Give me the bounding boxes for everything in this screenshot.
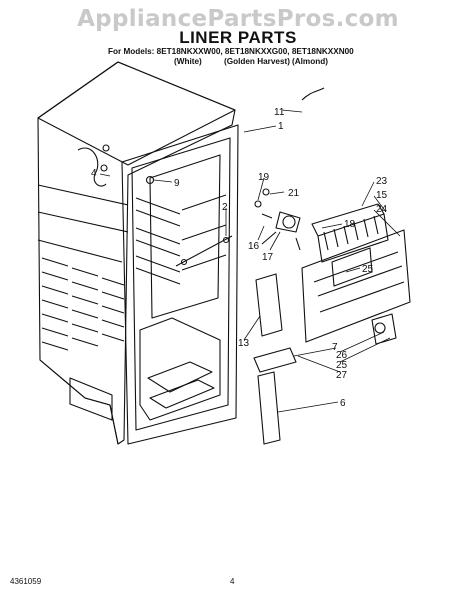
callout-13: 13: [238, 338, 250, 349]
callout-24: 24: [376, 204, 388, 215]
wire-harness: [77, 147, 107, 187]
callout-9: 9: [174, 178, 180, 189]
callout-15: 15: [376, 190, 388, 201]
divider-rod: [175, 235, 233, 267]
callout-7: 7: [332, 342, 338, 353]
document-number: 4361059: [10, 577, 42, 586]
callout-27: 27: [336, 370, 348, 381]
part-6-baffle: [257, 371, 281, 445]
callout-25b: 25: [336, 360, 348, 371]
callout-21: 21: [288, 188, 300, 199]
evaporator-cover: [301, 229, 411, 343]
page-number: 4: [230, 577, 235, 586]
site-watermark: AppliancePartsPros.com: [77, 6, 399, 32]
callout-1: 1: [278, 121, 284, 132]
callout-26: 26: [336, 350, 348, 361]
color-golden-harvest: (Golden Harvest): [224, 57, 290, 66]
callout-6: 6: [340, 398, 346, 409]
color-almond: (Almond): [292, 57, 328, 66]
callout-16: 16: [248, 241, 260, 252]
callout-11: 11: [274, 107, 285, 118]
callout-4: 4: [91, 168, 97, 179]
part-13-strip: [255, 273, 283, 337]
part-7-plate: [253, 347, 297, 373]
callout-23: 23: [376, 176, 388, 187]
cabinet-shell: [37, 61, 236, 445]
models-line: For Models: 8ET18NKXXW00, 8ET18NKXXG00, …: [108, 47, 354, 56]
liner-frame: [121, 124, 239, 445]
crisper-floor: [139, 317, 221, 421]
callout-2: 2: [222, 202, 228, 213]
shelf-rails: [135, 194, 227, 285]
callout-19: 19: [258, 172, 270, 183]
cabinet-top: [37, 61, 236, 166]
page-title: LINER PARTS: [179, 28, 297, 47]
side-vent-slats: [41, 257, 125, 351]
callout-18: 18: [344, 219, 356, 230]
callout-17: 17: [262, 252, 274, 263]
fan-blade: [275, 211, 301, 233]
part-11-cord: [301, 87, 325, 101]
callout-25: 25: [362, 264, 374, 275]
color-white: (White): [174, 57, 202, 66]
